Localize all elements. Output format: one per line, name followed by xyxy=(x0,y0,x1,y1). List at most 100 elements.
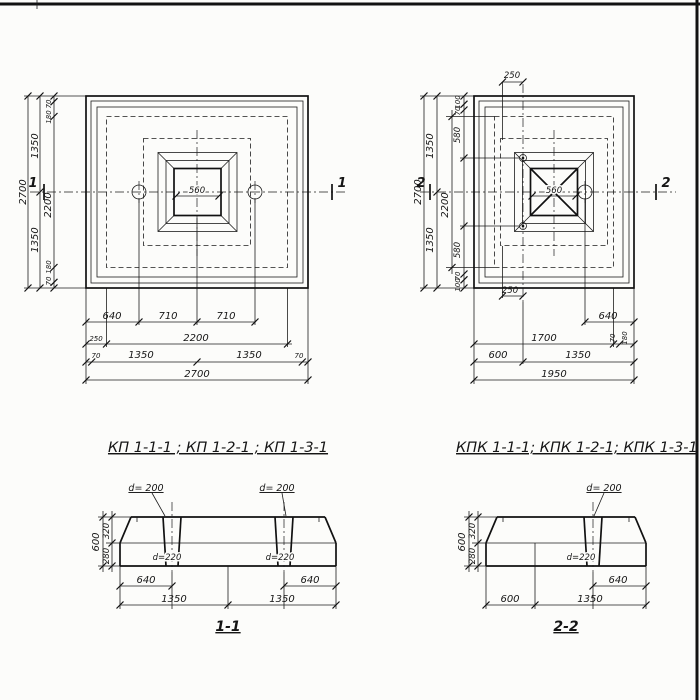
dim-b3-1350b: 1350 xyxy=(236,350,261,361)
hole-dia-top-label: d= 200 xyxy=(586,483,621,494)
dim-height-600: 600 xyxy=(91,532,102,551)
hole-dia-bottom-label: d=220 xyxy=(567,553,596,563)
dim-640-left: 640 xyxy=(136,575,155,586)
dim-edge-top-a: 100 xyxy=(454,95,462,109)
dim-left-inner: 2200 xyxy=(440,192,451,217)
dim-1350-left: 1350 xyxy=(161,594,186,605)
dim-tick xyxy=(24,92,32,100)
dim-hole-bottom: 580 xyxy=(453,242,463,258)
dim-tick xyxy=(460,154,468,162)
dim-tick xyxy=(50,97,58,106)
dim-tick xyxy=(283,340,292,348)
dim-height-280: 280 xyxy=(468,548,478,564)
drawing-rect xyxy=(165,160,230,224)
dim-tick xyxy=(630,358,638,366)
dim-tick xyxy=(465,562,473,570)
dim-tick xyxy=(420,92,428,100)
dim-tick xyxy=(82,340,90,348)
drawing-rect xyxy=(143,138,251,246)
dim-tick xyxy=(99,562,107,570)
drawing-rect xyxy=(96,106,298,278)
drawing-rect xyxy=(514,152,594,232)
dim-tick xyxy=(531,601,539,609)
dim-tick xyxy=(50,92,58,100)
center-dot xyxy=(521,224,525,228)
dim-tick xyxy=(615,340,624,348)
dim-b2-2200: 2200 xyxy=(183,333,208,344)
dim-height-320: 320 xyxy=(468,523,478,539)
dim-tick xyxy=(82,358,90,366)
dim-tick xyxy=(116,582,124,590)
dim-tick xyxy=(36,284,44,292)
dim-tick xyxy=(24,284,32,292)
drawing-line xyxy=(583,516,588,567)
dim-tick xyxy=(108,513,116,521)
dim-edge-top-b: 70 xyxy=(454,106,462,115)
dim-height-280: 280 xyxy=(102,548,112,564)
dim-tick xyxy=(108,562,116,570)
dim-left-half-bottom: 1350 xyxy=(425,227,436,252)
dim-b4-overall: 1950 xyxy=(541,369,566,380)
section-right-label: 2-2 xyxy=(553,619,578,635)
dim-height-600: 600 xyxy=(457,532,468,551)
dim-tick xyxy=(36,92,44,100)
dim-tick xyxy=(50,263,58,272)
dim-b2-1700: 1700 xyxy=(531,333,556,344)
dim-tick xyxy=(99,513,107,521)
dim-left-half-top: 1350 xyxy=(30,133,41,158)
dim-tick xyxy=(630,318,638,326)
section-mark-1-left: 1 xyxy=(28,176,37,191)
drawing-rect xyxy=(478,100,630,284)
section-left-labels: КП 1-1-1 ; КП 1-2-1 ; КП 1-3-1 d= 200 d=… xyxy=(91,440,328,635)
dim-b3-70a: 70 xyxy=(92,352,101,360)
dim-tick xyxy=(36,188,44,196)
dim-tick xyxy=(642,601,650,609)
dim-b3-600: 600 xyxy=(488,350,507,361)
dim-tick xyxy=(82,376,90,384)
center-dot xyxy=(521,156,525,160)
dim-tick xyxy=(460,284,468,292)
hole-circle xyxy=(519,222,527,230)
dim-tick xyxy=(251,318,259,326)
dim-tick xyxy=(470,358,478,366)
dim-tick xyxy=(460,275,468,284)
dim-tick xyxy=(102,340,111,348)
dim-tick xyxy=(332,601,340,609)
dim-tick xyxy=(581,318,589,326)
section-left-title: КП 1-1-1 ; КП 1-2-1 ; КП 1-3-1 xyxy=(108,440,328,456)
dim-b1-710b: 710 xyxy=(216,311,235,322)
drawing-rect xyxy=(484,106,624,278)
section-mark-2-left: 2 xyxy=(416,176,425,191)
dim-tick xyxy=(460,270,468,278)
dim-tick xyxy=(519,78,527,86)
dim-b1-640: 640 xyxy=(598,311,617,322)
dim-tick xyxy=(474,539,482,547)
dim-edge-top-b: 180 xyxy=(45,110,53,124)
dim-tick xyxy=(433,188,441,196)
dim-tick xyxy=(50,278,58,287)
dim-tick xyxy=(82,318,90,326)
dim-b3-1350a: 1350 xyxy=(128,350,153,361)
hole-circle xyxy=(131,184,147,200)
dim-tick xyxy=(519,358,527,366)
dim-b3-70b: 70 xyxy=(295,352,304,360)
dim-tick xyxy=(420,284,428,292)
drawing-line xyxy=(162,516,167,567)
dim-edge-bottom-b: 100 xyxy=(454,278,462,292)
drawing-rect xyxy=(157,152,238,232)
section-mark-1-right: 1 xyxy=(337,176,346,191)
hole-dia-top-right-label: d= 200 xyxy=(259,483,294,494)
dim-tick xyxy=(304,358,312,366)
section-right-title: КПК 1-1-1; КПК 1-2-1; КПК 1-3-1 xyxy=(456,440,698,456)
drawing-line xyxy=(119,516,132,544)
drawing-line xyxy=(634,516,647,544)
drawing-rect xyxy=(494,116,614,268)
drawing-line xyxy=(289,516,294,567)
dim-tick xyxy=(630,340,638,348)
dim-tick xyxy=(116,601,124,609)
dim-tick xyxy=(50,284,58,292)
drawing-rect xyxy=(106,116,288,268)
dim-left-overall: 2700 xyxy=(18,179,29,204)
